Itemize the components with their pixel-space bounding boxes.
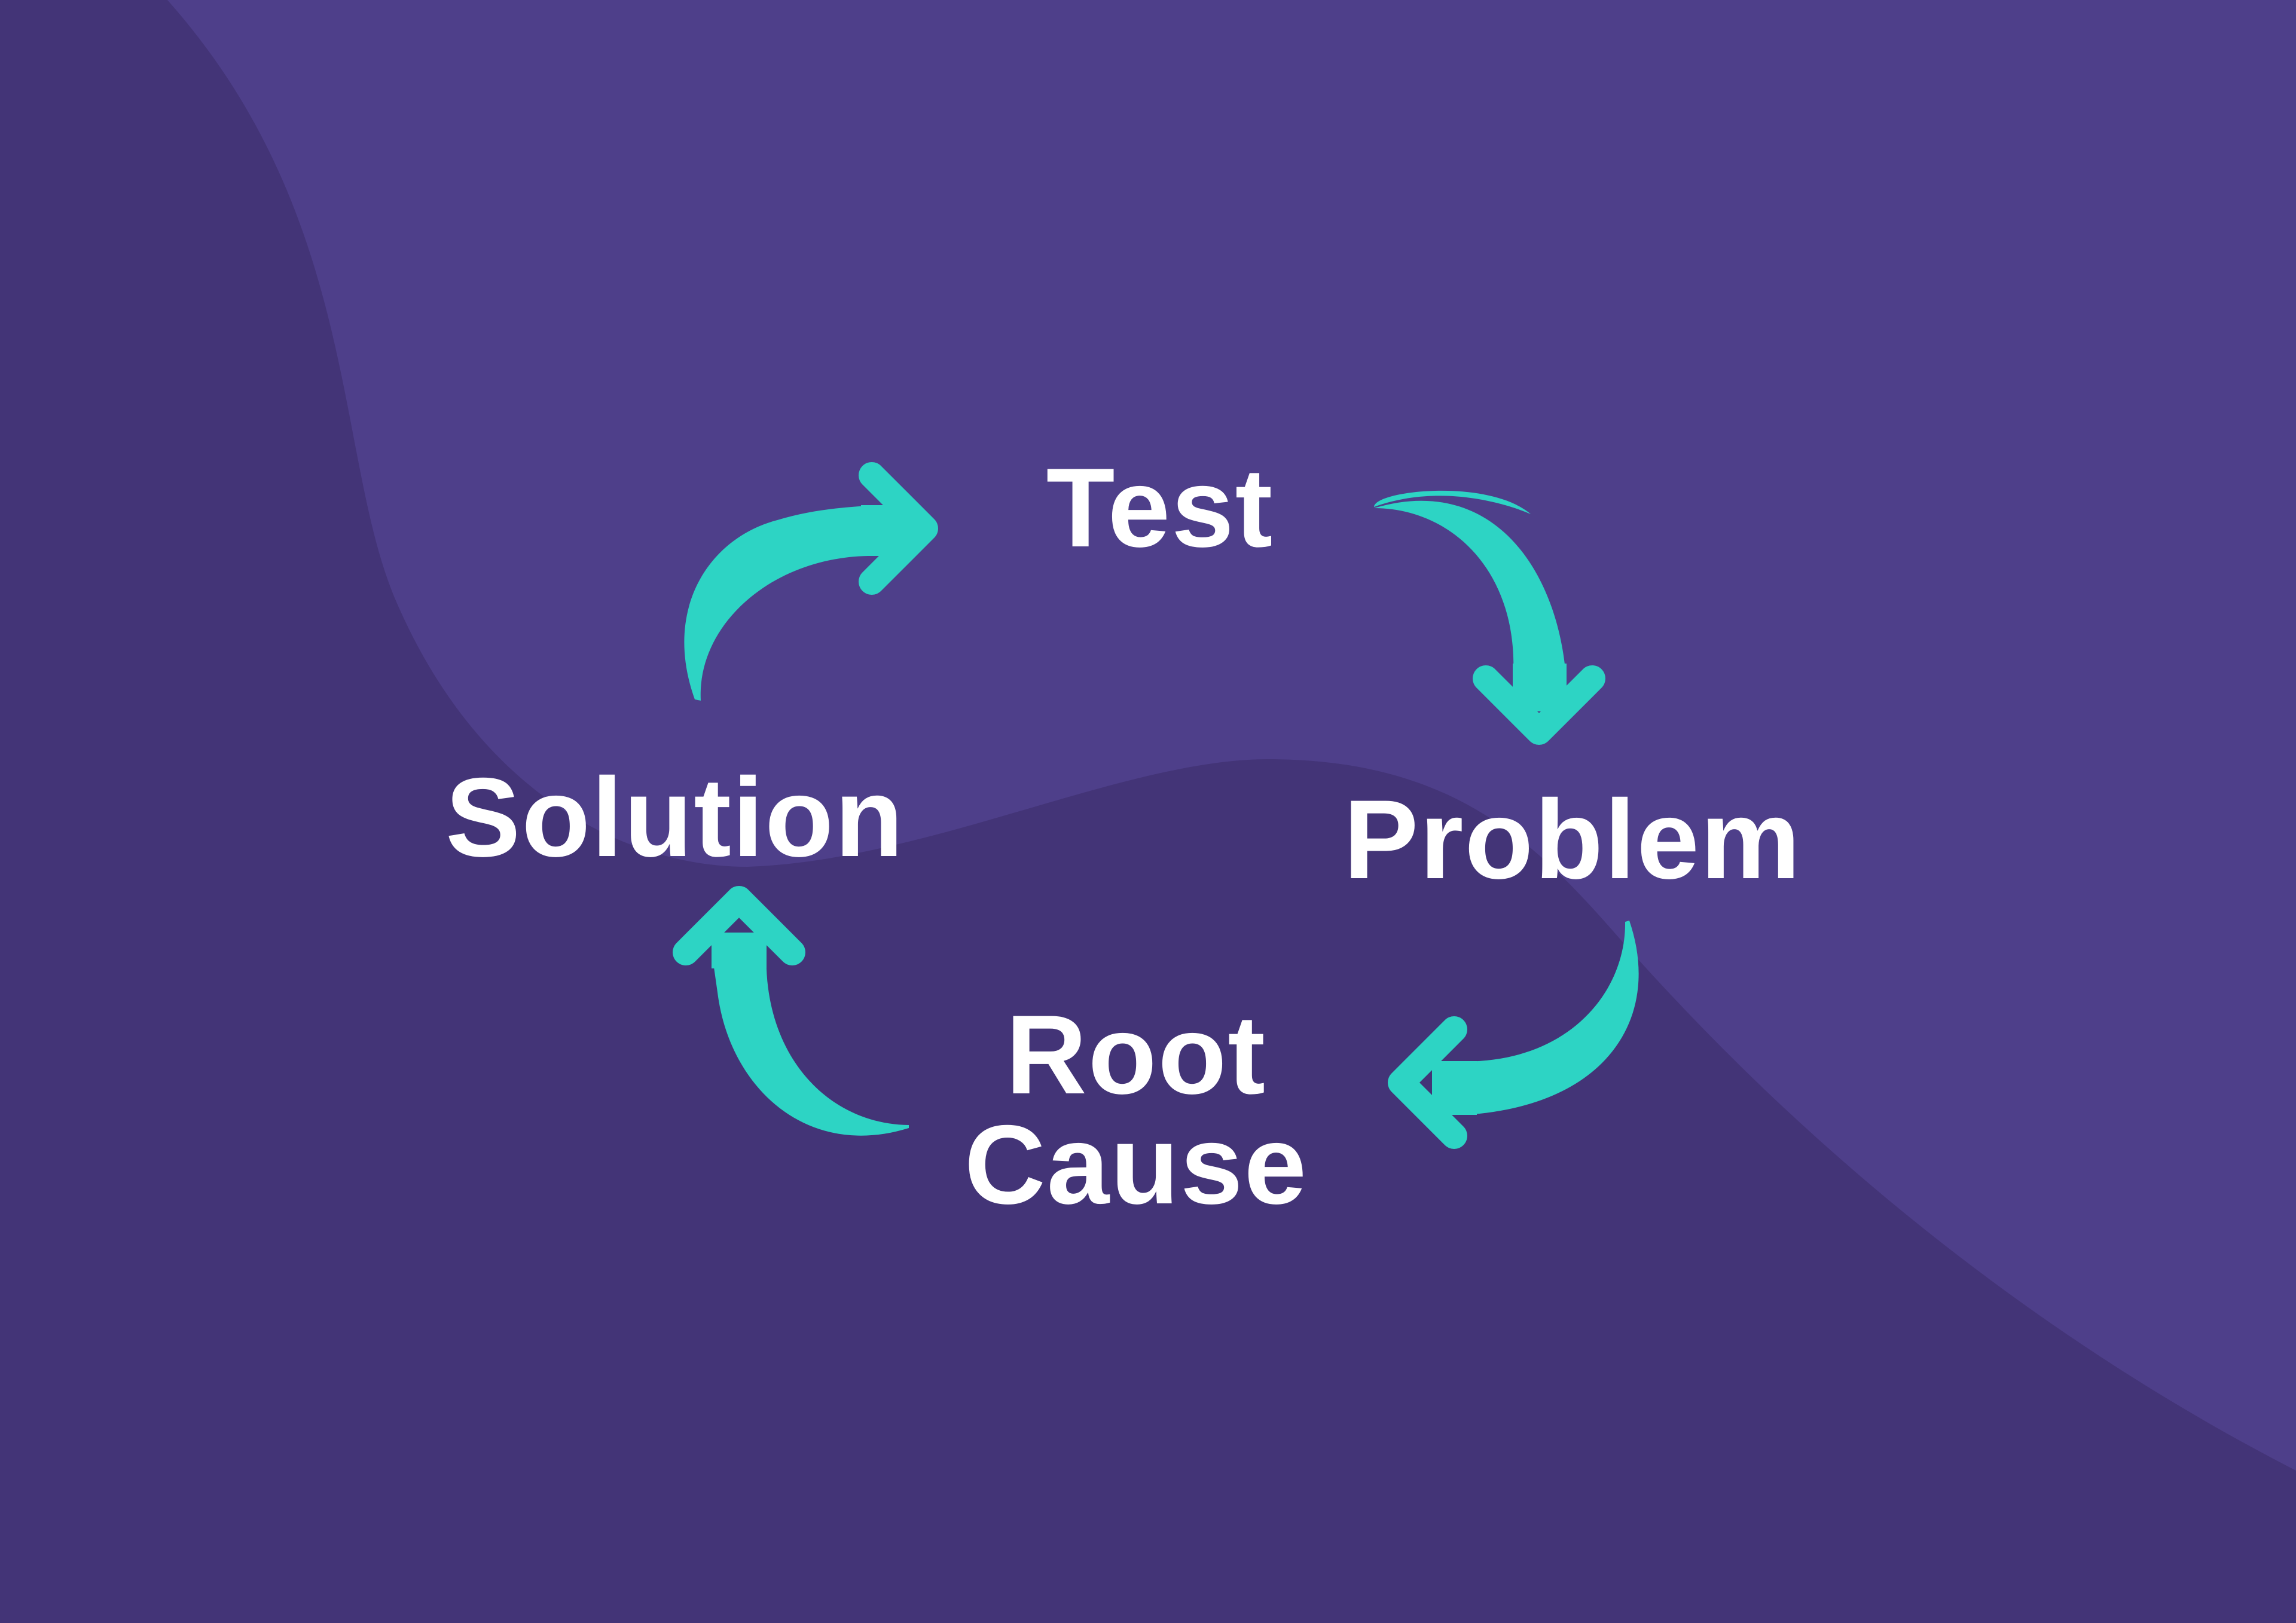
- curved-arrow-icon: [684, 462, 938, 701]
- step-label-root-cause-line1: Root: [1005, 992, 1267, 1117]
- curved-arrow-icon: [673, 886, 909, 1136]
- step-label-problem: Problem: [1343, 777, 1802, 902]
- step-label-root-cause: Root Cause: [927, 992, 1345, 1228]
- step-label-solution: Solution: [445, 754, 905, 880]
- background-wave: [167, 0, 2296, 1471]
- step-label-test: Test: [1046, 445, 1274, 570]
- curved-arrow-icon: [1374, 490, 1605, 745]
- curved-arrow-icon: [1388, 921, 1639, 1149]
- step-label-root-cause-line2: Cause: [964, 1102, 1308, 1228]
